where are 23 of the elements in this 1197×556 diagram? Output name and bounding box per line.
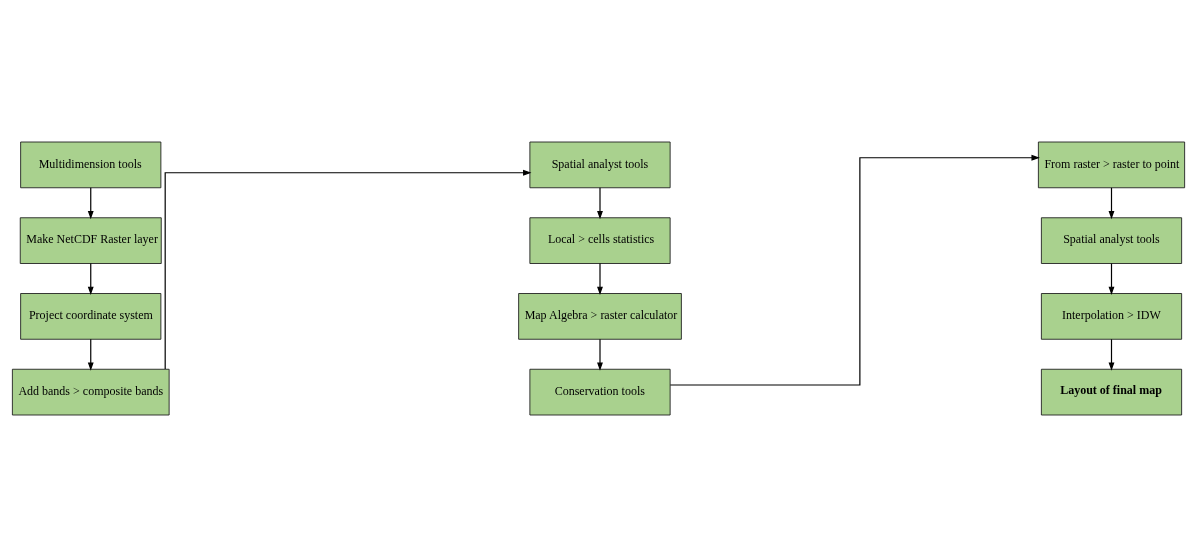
node-box: Layout of final map	[1040, 368, 1183, 415]
arrow	[1108, 338, 1115, 371]
arrow	[87, 186, 94, 219]
node-box: Interpolation > IDW	[1040, 292, 1183, 340]
arrow	[597, 186, 603, 219]
arrow	[1108, 262, 1115, 295]
node-box: From raster > raster to point	[1037, 141, 1186, 188]
arrow	[1108, 186, 1115, 219]
node-box: Conservation tools	[529, 368, 671, 415]
arrow	[669, 154, 1040, 386]
arrow	[597, 338, 603, 371]
node-box: Make NetCDF Raster layer	[19, 216, 162, 264]
node-box: Spatial analyst tools	[1040, 216, 1183, 264]
node-box: Add bands > composite bands	[11, 368, 170, 415]
node-box: Local > cells statistics	[529, 216, 671, 264]
node-box: Project coordinate system	[20, 292, 162, 340]
arrow	[87, 338, 94, 371]
arrow	[597, 262, 603, 295]
arrow	[164, 169, 532, 370]
node-box: Spatial analyst tools	[529, 141, 671, 188]
node-box: Multidimension tools	[20, 141, 162, 188]
arrow	[87, 262, 94, 295]
node-box: Map Algebra > raster calculator	[518, 292, 682, 340]
